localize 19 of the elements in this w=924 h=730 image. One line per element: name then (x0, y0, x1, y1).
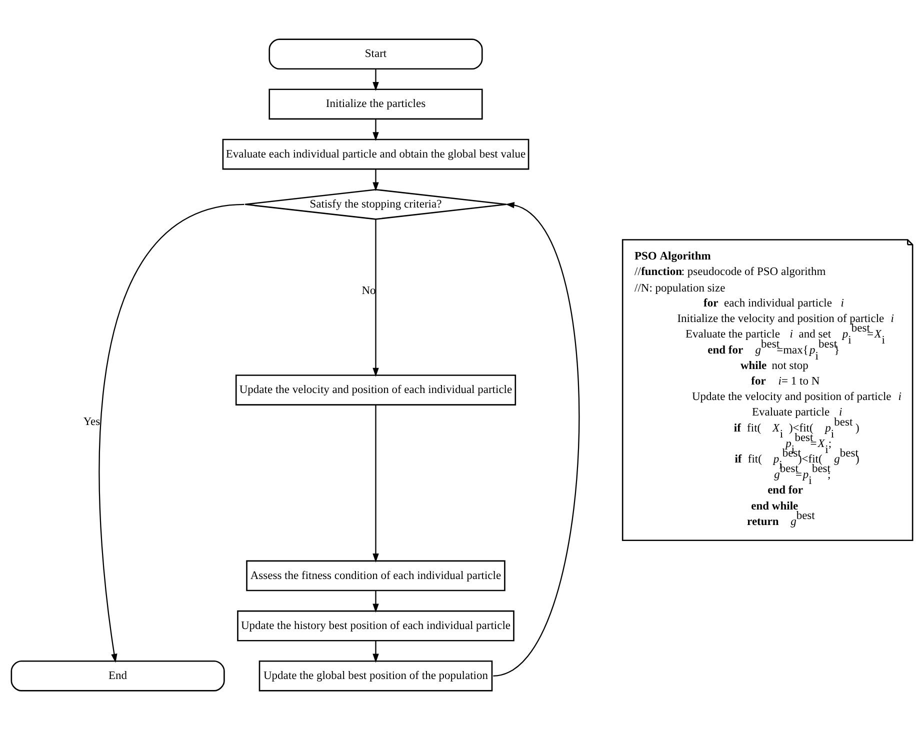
node-diamond: Satisfy the stopping criteria? (244, 188, 508, 220)
arrow (372, 219, 379, 377)
arrow (493, 202, 580, 676)
arrow (372, 405, 379, 562)
node-box: Assess the fitness condition of each individual particle (246, 560, 506, 592)
edge-label: Yes (83, 416, 100, 428)
node-box: Start (268, 38, 483, 70)
arrow (372, 590, 379, 613)
arrow (372, 169, 379, 192)
arrow (98, 204, 244, 663)
node-box: Initialize the particles (268, 88, 483, 120)
node-box: Update the history best position of each individual particle (237, 610, 514, 642)
arrow (372, 640, 379, 663)
arrow (372, 119, 379, 142)
node-box: End (10, 660, 225, 692)
arrow (372, 68, 379, 91)
node-box: Update the velocity and position of each individual particle (235, 374, 516, 406)
node-box: Update the global best position of the population (258, 660, 493, 692)
node-box: Evaluate each individual particle and obtain the global best value (222, 138, 530, 170)
